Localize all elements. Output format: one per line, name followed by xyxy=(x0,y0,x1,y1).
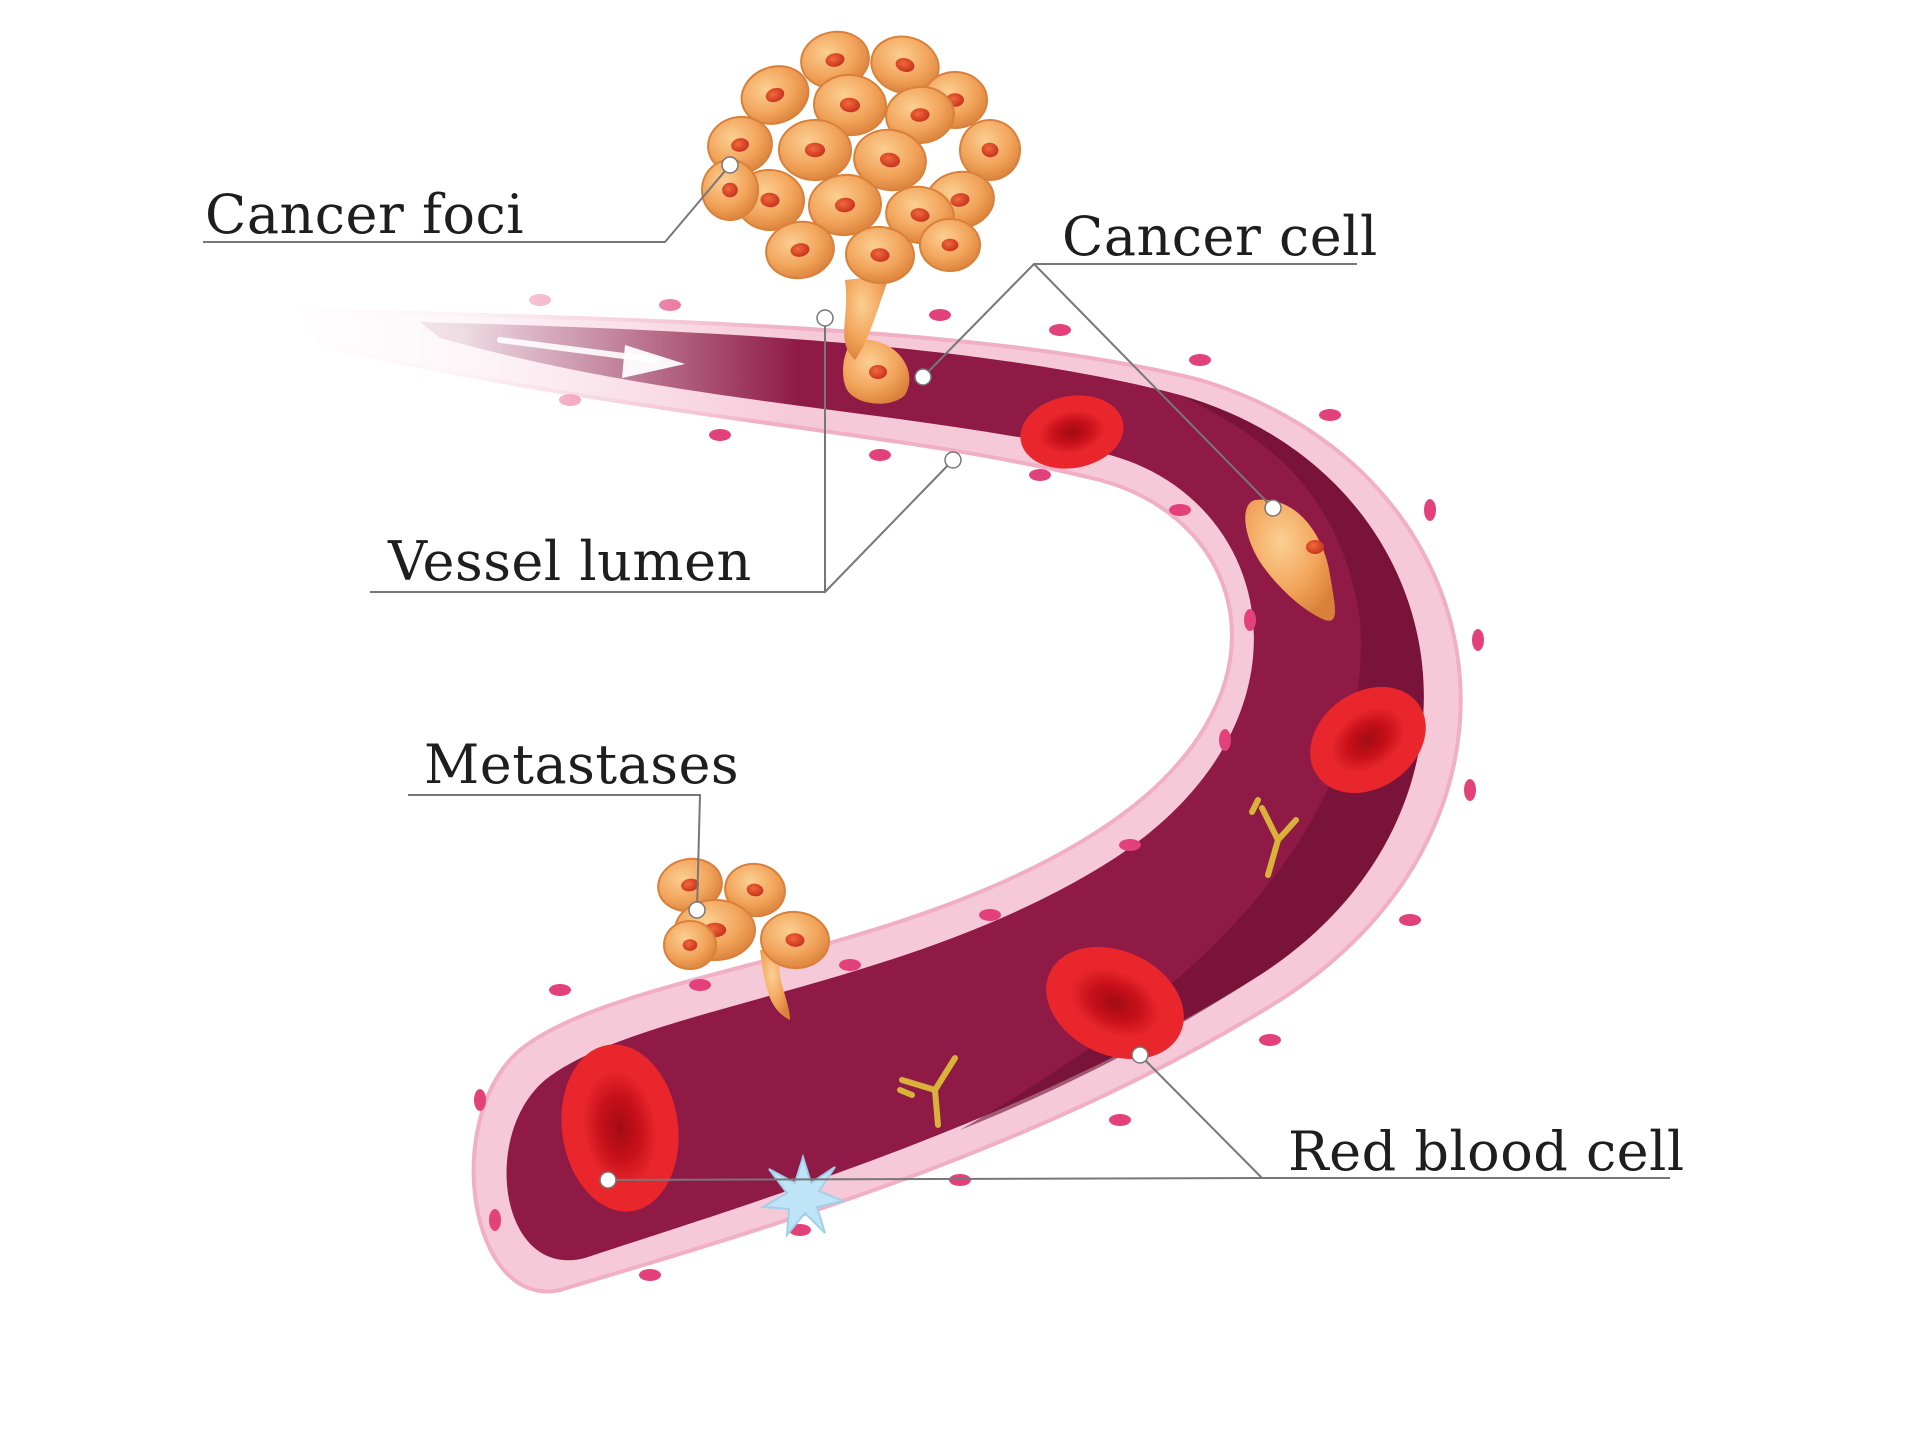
vessel-lumen-shadow xyxy=(960,395,1424,1130)
metastases-cluster xyxy=(657,857,830,1020)
label-metastases: Metastases xyxy=(424,733,740,796)
vessel-fade xyxy=(270,250,810,420)
tumor-cell xyxy=(808,173,882,237)
cancer-cell xyxy=(1245,499,1335,621)
label-vessel-lumen: Vessel lumen xyxy=(388,530,752,593)
cancer-cell xyxy=(843,339,910,404)
leader-line-rbc-2 xyxy=(607,1177,1263,1181)
red-blood-cells xyxy=(561,395,1426,1212)
antibody-icon xyxy=(1249,797,1299,878)
leader-line-metastases xyxy=(408,794,702,911)
cancer-foci-cluster xyxy=(701,30,1021,360)
label-cancer-foci: Cancer foci xyxy=(205,183,524,246)
tumor-cell xyxy=(740,65,810,125)
tumor-cell xyxy=(663,920,717,970)
tumor-cell xyxy=(919,218,981,272)
red-blood-cell xyxy=(1046,946,1184,1060)
leader-line-cancer-foci xyxy=(203,164,731,243)
red-blood-cell xyxy=(561,1044,679,1212)
tumor-cell xyxy=(724,862,786,918)
tumor-cell xyxy=(657,857,723,913)
tumor-cell xyxy=(760,910,830,970)
label-cancer-cell: Cancer cell xyxy=(1062,205,1378,268)
metastases-stalk xyxy=(760,950,790,1020)
antibody-icon xyxy=(897,1055,958,1128)
leader-line-vessel-lumen-2 xyxy=(824,459,954,593)
tumor-cell xyxy=(845,225,915,285)
flow-arrow-icon xyxy=(497,337,685,378)
label-red-blood-cell: Red blood cell xyxy=(1288,1120,1685,1183)
tumor-cell xyxy=(778,119,852,181)
platelet-icon xyxy=(759,1153,847,1239)
tumor-cell xyxy=(765,220,835,280)
tumor-cell xyxy=(853,128,927,192)
red-blood-cell xyxy=(1310,686,1426,794)
leader-lines xyxy=(203,164,1670,1181)
leader-dots xyxy=(599,156,1282,1189)
red-blood-cell xyxy=(1020,395,1124,469)
leader-line-cancer-cell-2 xyxy=(1033,263,1274,509)
foci-stalk xyxy=(844,275,890,360)
tumor-cell xyxy=(885,85,955,145)
